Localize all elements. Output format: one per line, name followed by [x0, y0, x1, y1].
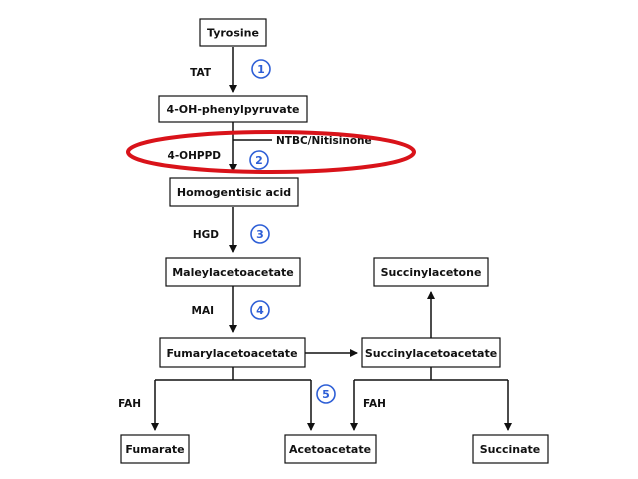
node-homogentisic-acid: Homogentisic acid — [169, 177, 299, 207]
node-tyrosine-label: Tyrosine — [207, 27, 259, 40]
node-maleylacetoacetate: Maleylacetoacetate — [165, 257, 301, 287]
inhibitor-ntbc-label: NTBC/Nitisinone — [276, 135, 372, 147]
enzyme-hgd-label: HGD — [193, 229, 219, 241]
node-succinate-label: Succinate — [480, 443, 541, 456]
node-fumarate: Fumarate — [120, 434, 190, 464]
node-fumarate-label: Fumarate — [125, 443, 184, 456]
step-marker-3-label: 3 — [256, 228, 264, 241]
node-succinylacetone-label: Succinylacetone — [381, 266, 482, 279]
step-marker-4-label: 4 — [256, 304, 264, 317]
step-marker-4: 4 — [250, 300, 270, 320]
step-marker-5-label: 5 — [322, 388, 330, 401]
node-fumarylacetoacetate-label: Fumarylacetoacetate — [166, 347, 297, 360]
step-marker-5: 5 — [316, 384, 336, 404]
enzyme-4-ohppd-label: 4-OHPPD — [168, 150, 222, 162]
step-marker-1-label: 1 — [257, 63, 265, 76]
node-4-oh-phenylpyruvate: 4-OH-phenylpyruvate — [158, 95, 308, 123]
enzyme-mai-label: MAI — [192, 305, 214, 317]
enzyme-tat-label: TAT — [190, 67, 212, 79]
step-marker-3: 3 — [250, 224, 270, 244]
node-acetoacetate-label: Acetoacetate — [289, 443, 371, 456]
node-succinate: Succinate — [472, 434, 549, 464]
node-acetoacetate: Acetoacetate — [284, 434, 377, 464]
step-marker-2-label: 2 — [255, 154, 263, 167]
node-succinylacetone: Succinylacetone — [373, 257, 489, 287]
node-tyrosine: Tyrosine — [199, 18, 267, 47]
enzyme-fah-left-label: FAH — [118, 398, 141, 410]
node-fumarylacetoacetate: Fumarylacetoacetate — [159, 337, 306, 368]
step-marker-1: 1 — [251, 59, 271, 79]
node-4-oh-phenylpyruvate-label: 4-OH-phenylpyruvate — [167, 103, 300, 116]
node-succinylacetoacetate-label: Succinylacetoacetate — [365, 347, 497, 360]
step-marker-2: 2 — [249, 150, 269, 170]
enzyme-fah-right-label: FAH — [363, 398, 386, 410]
node-succinylacetoacetate: Succinylacetoacetate — [361, 337, 501, 368]
node-maleylacetoacetate-label: Maleylacetoacetate — [172, 266, 294, 279]
node-homogentisic-acid-label: Homogentisic acid — [177, 186, 291, 199]
highlight-ellipse — [126, 130, 416, 174]
